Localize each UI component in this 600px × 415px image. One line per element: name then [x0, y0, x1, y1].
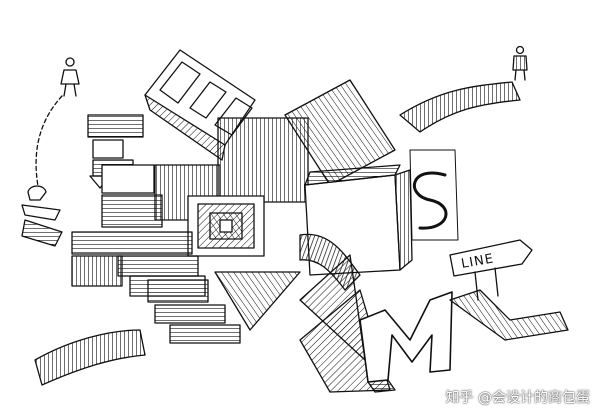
letter-s [412, 171, 448, 230]
curved-ramp-bottom [34, 329, 146, 386]
curved-ramp-top [399, 81, 521, 133]
dashed-arc [35, 95, 63, 187]
curved-ribbon [299, 233, 361, 291]
square-tunnel [187, 195, 265, 257]
line-signboard [449, 239, 533, 301]
small-creature-left [21, 185, 63, 247]
mid-block-a [101, 164, 155, 194]
letter-m-block [359, 291, 453, 393]
signboard-label: LINE [460, 251, 495, 272]
striped-plane [284, 79, 396, 186]
watermark: 知乎 @会设计的商包蛋 [445, 390, 590, 406]
mid-block-b [101, 194, 163, 228]
standing-figure-right [512, 45, 528, 81]
l-ribbon [449, 289, 569, 341]
triangle-plane-a [214, 271, 301, 331]
central-hatched-block [217, 117, 309, 203]
standing-figure-left [60, 57, 80, 97]
stair-blocks [147, 279, 241, 344]
